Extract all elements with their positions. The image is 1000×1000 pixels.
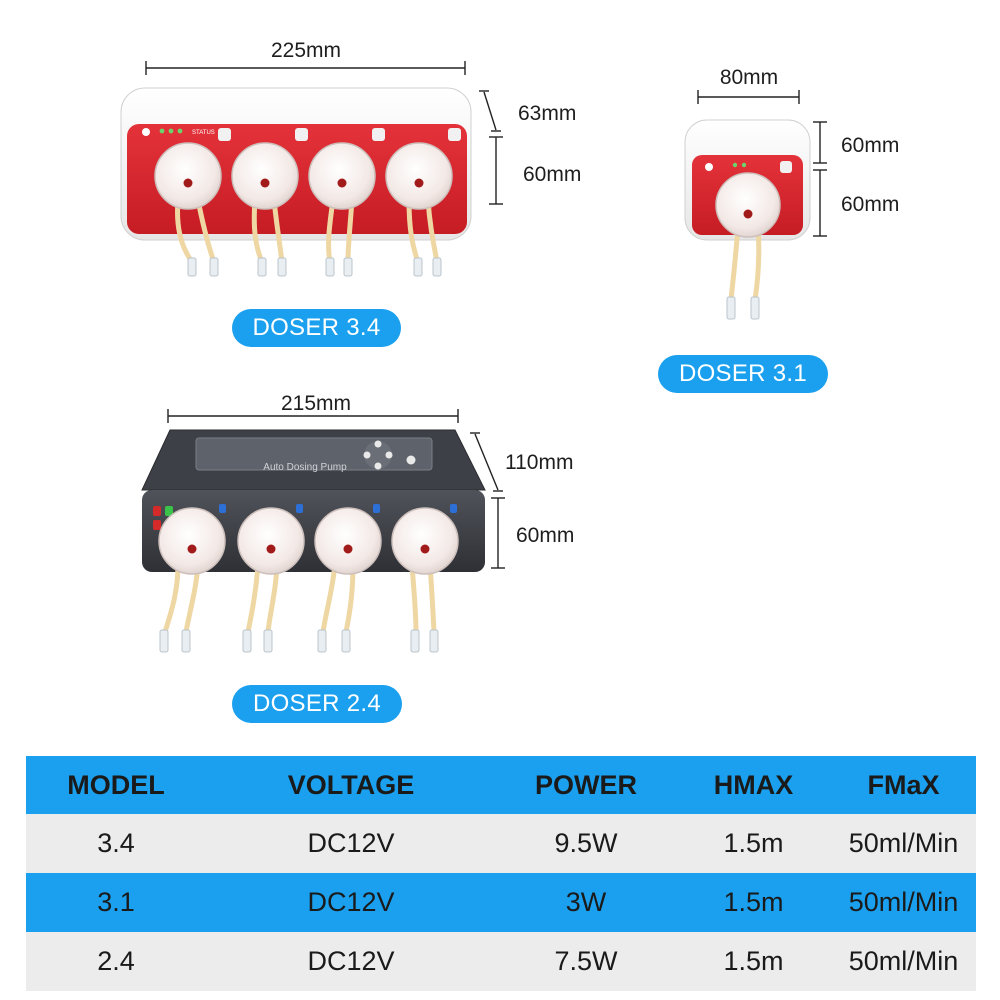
doser31-power-icon [705,163,713,171]
table-row: 2.4 DC12V 7.5W 1.5m 50ml/Min [26,932,976,991]
header-model: MODEL [67,769,165,800]
doser34-button-2 [295,128,308,141]
doser24-pump-heads [158,507,459,575]
cell-voltage: DC12V [307,887,395,917]
cell-model: 2.4 [97,946,135,976]
cell-fmax: 50ml/Min [848,946,959,976]
header-voltage: VOLTAGE [287,769,415,800]
doser-3-1-product [684,119,811,320]
doser34-width-label: 225mm [271,39,341,62]
doser31-button [780,161,792,173]
doser24-tubes [162,562,437,635]
cell-fmax: 50ml/Min [848,887,959,917]
doser31-dimension-lines [697,90,827,237]
doser34-height-label: 60mm [523,163,581,186]
doser31-height-label: 60mm [841,193,899,216]
doser24-width-label: 215mm [281,392,351,415]
table-row: 3.4 DC12V 9.5W 1.5m 50ml/Min [26,814,976,873]
doser34-status-label: STATUS [192,130,215,136]
doser31-name-badge: DOSER 3.1 [658,355,828,393]
cell-power: 9.5W [554,828,618,858]
cell-model: 3.4 [97,828,135,858]
power-button-icon [142,128,150,136]
table-row: 3.1 DC12V 3W 1.5m 50ml/Min [26,873,976,932]
doser34-button-3 [372,128,385,141]
doser34-button-1 [218,128,231,141]
doser34-name-badge: DOSER 3.4 [232,309,401,347]
doser24-height-label: 60mm [516,524,574,547]
doser31-tube-connectors [726,296,760,320]
cell-hmax: 1.5m [723,828,784,858]
doser34-depth-label: 63mm [518,102,576,125]
header-hmax: HMAX [713,769,794,800]
header-power: POWER [534,769,637,800]
doser34-dimension-lines [145,61,503,205]
doser34-button-4 [448,128,461,141]
doser31-width-label: 80mm [720,66,778,89]
doser31-depth-label: 60mm [841,134,899,157]
cell-voltage: DC12V [307,828,395,858]
doser24-keypad [363,440,416,470]
header-fmax: FMaX [867,769,940,800]
doser24-name-badge: DOSER 2.4 [232,685,402,723]
doser24-tube-connectors [159,629,439,653]
spec-table: MODEL VOLTAGE POWER HMAX FMaX 3.4 DC12V … [26,756,976,991]
cell-hmax: 1.5m [723,887,784,917]
doser34-tube-connectors [187,257,442,277]
cell-fmax: 50ml/Min [848,828,959,858]
doser31-pump-head [715,172,781,238]
doser-2-4-product: Auto Dosing Pump [141,429,486,653]
doser24-depth-label: 110mm [505,451,573,474]
spec-table-header-row: MODEL VOLTAGE POWER HMAX FMaX [26,756,976,814]
doser24-dimension-lines [167,409,505,569]
doser-3-4-product: STATUS [120,87,472,277]
cell-power: 7.5W [554,946,618,976]
cell-model: 3.1 [97,887,135,917]
cell-hmax: 1.5m [723,946,784,976]
cell-voltage: DC12V [307,946,395,976]
cell-power: 3W [565,887,607,917]
doser24-display-text: Auto Dosing Pump [263,462,347,473]
doser34-pump-heads [154,142,453,210]
